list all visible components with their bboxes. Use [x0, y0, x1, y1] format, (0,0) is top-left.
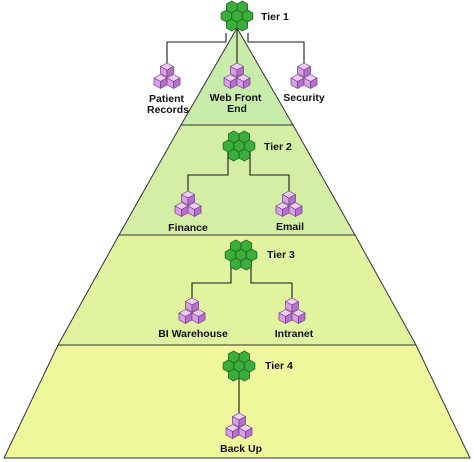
- intranet-label: Intranet: [275, 328, 314, 340]
- back-up-label: Back Up: [220, 443, 262, 455]
- tier-2-label: Tier 2: [264, 141, 292, 153]
- tier-2-connectors: [187, 148, 290, 193]
- security-icon: [291, 63, 317, 89]
- bi-warehouse-label: BI Warehouse: [158, 328, 228, 340]
- finance-label: Finance: [168, 222, 208, 234]
- tier-3-connectors: [191, 257, 293, 300]
- tier-1-label: Tier 1: [261, 11, 289, 23]
- security-label: Security: [283, 92, 325, 104]
- web-front-end-label: Web Front End: [210, 92, 265, 115]
- tier-1-hub-icon: [220, 0, 254, 32]
- tier-3-label: Tier 3: [267, 249, 295, 261]
- tier-4-label: Tier 4: [265, 360, 293, 372]
- patient-records-label: Patient Records: [147, 93, 189, 116]
- email-label: Email: [276, 221, 304, 233]
- tier-4-band: [3, 344, 471, 459]
- patient-records-icon: [154, 63, 180, 89]
